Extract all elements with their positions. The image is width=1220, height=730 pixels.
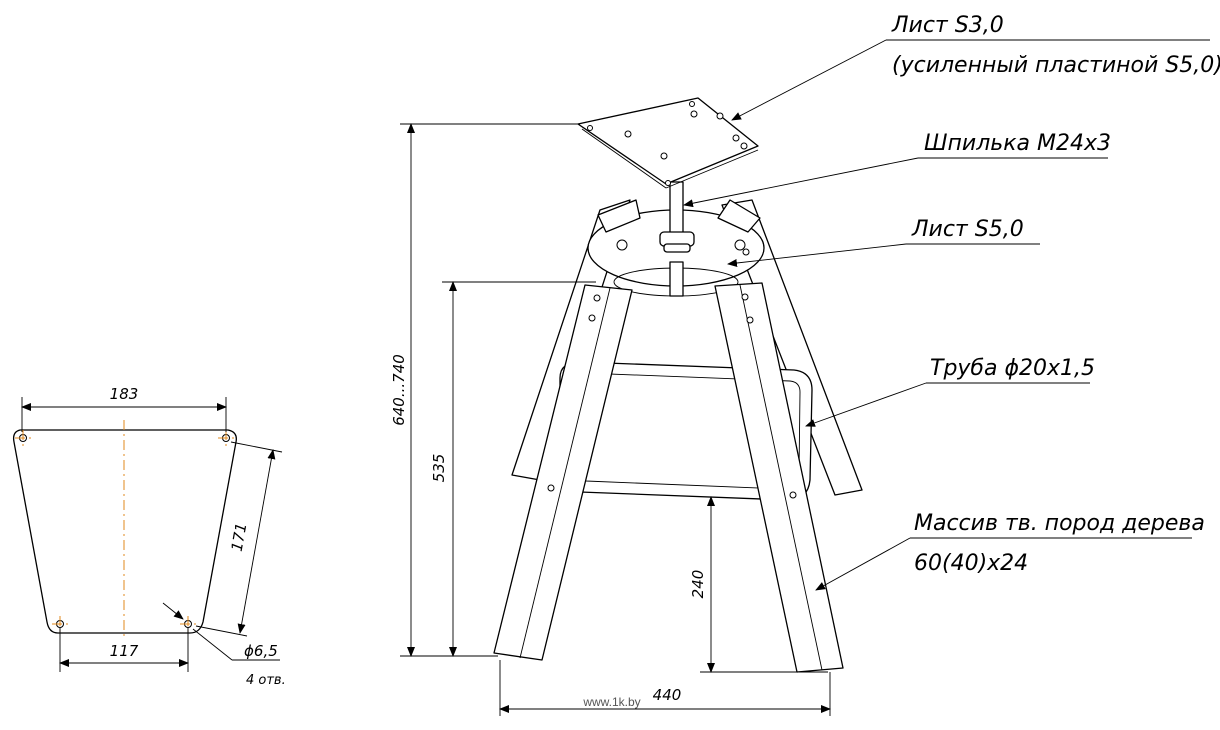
- dim-seat-height: 535: [430, 454, 448, 483]
- callout-stud: Шпилька М24х3: [924, 131, 1111, 156]
- plate-outline: [12, 429, 237, 634]
- plate-view: 183 117 171 ϕ6,5 4 отв.: [12, 385, 286, 688]
- callout-top-sheet-note: (усиленный пластиной S5,0): [892, 53, 1220, 78]
- top-plate: [577, 97, 759, 189]
- dim-plate-top: 183: [110, 385, 139, 403]
- hole-diameter-label: ϕ6,5: [244, 642, 278, 660]
- callout-wood: Массив тв. пород дерева: [914, 511, 1205, 536]
- plate-holes: [15, 430, 234, 632]
- dim-plate-side: 171: [228, 521, 251, 552]
- dim-total-height: 640...740: [390, 354, 408, 426]
- dim-base-width: 440: [653, 686, 682, 704]
- front-leg-right: [714, 282, 844, 673]
- callouts: Лист S3,0 (усиленный пластиной S5,0) Шпи…: [683, 13, 1220, 591]
- callout-mid-sheet: Лист S5,0: [911, 217, 1024, 242]
- stud-rod: [669, 181, 684, 238]
- hole-count-label: 4 отв.: [246, 673, 286, 688]
- callout-top-sheet: Лист S3,0: [891, 13, 1004, 38]
- dim-line-171: [237, 449, 276, 634]
- dim-ring-height: 240: [689, 570, 707, 599]
- front-leg-left: [493, 284, 633, 661]
- stool-view: 640...740 535 240 440 www.1k.by: [390, 97, 863, 716]
- callout-tube: Труба ϕ20х1,5: [930, 356, 1095, 381]
- callout-wood-size: 60(40)х24: [914, 551, 1028, 576]
- bracket-left: [597, 199, 641, 233]
- dim-plate-bottom: 117: [110, 642, 139, 660]
- stud-lower: [669, 261, 684, 297]
- bracket-right: [717, 199, 761, 233]
- watermark: www.1k.by: [582, 695, 640, 709]
